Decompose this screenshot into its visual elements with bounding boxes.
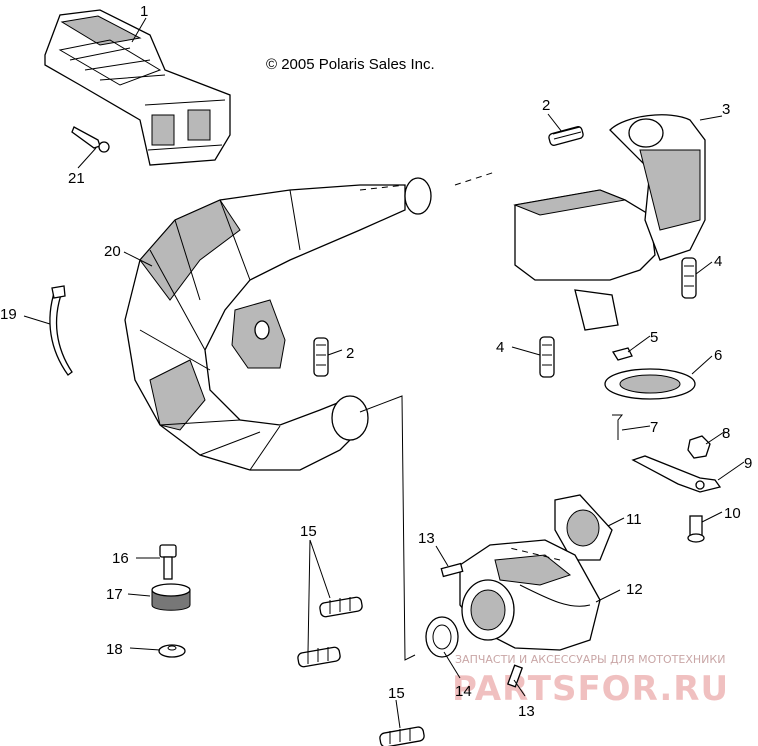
callout-15-lower: 15: [388, 685, 405, 702]
part-13-bolt-upper[interactable]: [440, 562, 464, 578]
part-16-bolt[interactable]: [159, 544, 177, 580]
part-3-silencer[interactable]: [454, 114, 706, 331]
part-7-screw[interactable]: [612, 414, 624, 440]
part-15-spring-upper[interactable]: [319, 596, 363, 618]
callout-17: 17: [106, 586, 123, 603]
callout-1: 1: [140, 3, 148, 20]
part-13-bolt-lower[interactable]: [506, 664, 524, 688]
part-11-flange-gasket[interactable]: [554, 494, 613, 561]
callout-18: 18: [106, 641, 123, 658]
callout-6: 6: [714, 347, 722, 364]
part-17-bushing[interactable]: [151, 583, 191, 611]
part-15-spring-bottom[interactable]: [379, 726, 425, 746]
callout-4-right: 4: [714, 253, 722, 270]
part-15-spring-lower[interactable]: [297, 646, 341, 668]
callout-9: 9: [744, 455, 752, 472]
leader-lines: [23, 17, 745, 729]
callout-19: 19: [0, 306, 17, 323]
part-19-strap[interactable]: [49, 285, 73, 376]
part-2-spring-middle[interactable]: [313, 337, 329, 377]
callout-20: 20: [104, 243, 121, 260]
part-4-spring-right[interactable]: [681, 257, 697, 299]
callout-5: 5: [650, 329, 658, 346]
part-8-nut[interactable]: [687, 435, 711, 459]
callout-13-upper: 13: [418, 530, 435, 547]
part-5-clip[interactable]: [611, 347, 633, 361]
part-10-bolt[interactable]: [687, 515, 705, 543]
callout-12: 12: [626, 581, 643, 598]
callout-2-upper: 2: [542, 97, 550, 114]
copyright-text: © 2005 Polaris Sales Inc.: [266, 56, 435, 73]
part-18-washer[interactable]: [158, 644, 186, 658]
part-14-ring-gasket[interactable]: [425, 616, 459, 658]
callout-8: 8: [722, 425, 730, 442]
callout-10: 10: [724, 505, 741, 522]
callout-21: 21: [68, 170, 85, 187]
part-9-plate[interactable]: [631, 455, 722, 493]
part-12-manifold[interactable]: [459, 539, 601, 651]
part-6-gasket[interactable]: [604, 368, 696, 400]
callout-2-middle: 2: [346, 345, 354, 362]
callout-11: 11: [626, 511, 642, 528]
part-2-spring-upper[interactable]: [548, 126, 584, 146]
callout-7: 7: [650, 419, 658, 436]
part-21-fastener[interactable]: [71, 126, 110, 153]
callout-labels: 1 21 2 3 4 2 4 5 6 7 8 9 10 11 12 13 13 …: [0, 3, 752, 720]
watermark-logo: PARTSFOR.RU: [452, 669, 729, 709]
assembly-line-pipe-manifold: [359, 395, 416, 661]
watermark-tagline: ЗАПЧАСТИ И АКСЕССУАРЫ ДЛЯ МОТОТЕХНИКИ: [455, 653, 725, 666]
callout-14: 14: [455, 683, 472, 700]
part-4-spring-left[interactable]: [539, 336, 555, 378]
callout-15-upper: 15: [300, 523, 317, 540]
callout-13-lower: 13: [518, 703, 535, 720]
callout-16: 16: [112, 550, 129, 567]
part-20-expansion-chamber[interactable]: [124, 177, 432, 471]
callout-4-left: 4: [496, 339, 504, 356]
callout-3: 3: [722, 101, 730, 118]
part-1-bracket[interactable]: [44, 9, 231, 166]
